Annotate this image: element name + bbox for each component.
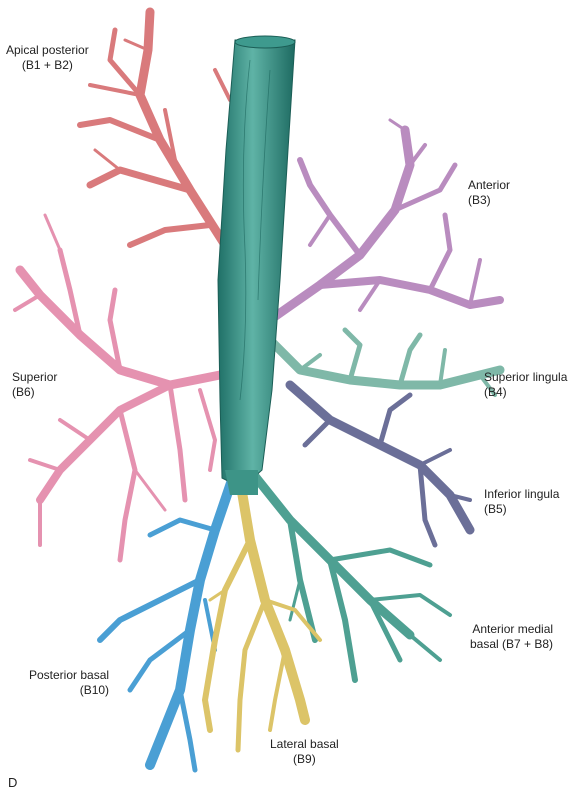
label-anterior-medial-basal: Anterior medial basal (B7 + B8) (470, 622, 554, 651)
branch-posterior-basal (97, 475, 237, 773)
label-anterior: Anterior (B3) (468, 178, 511, 207)
branch-anterior (265, 118, 504, 325)
label-posterior-basal: Posterior basal (B10) (29, 668, 110, 697)
branch-lateral-basal (202, 475, 322, 753)
branch-superior-lingula (265, 327, 505, 397)
branch-anterior-medial-basal (245, 465, 452, 683)
label-apical-posterior: Apical posterior (B1 + B2) (6, 43, 89, 72)
label-superior: Superior (B6) (12, 370, 58, 399)
label-superior-lingula: Superior lingula (B4) (484, 370, 568, 399)
label-lateral-basal: Lateral basal (B9) (270, 737, 339, 766)
label-inferior-lingula: Inferior lingula (B5) (484, 487, 560, 516)
branch-apical-posterior (77, 7, 232, 250)
inferior-lobe-trunk (225, 470, 258, 495)
trachea-main-bronchus (217, 35, 296, 489)
branch-superior (13, 213, 225, 563)
branch-inferior-lingula (285, 380, 475, 548)
panel-letter: D (8, 775, 18, 790)
